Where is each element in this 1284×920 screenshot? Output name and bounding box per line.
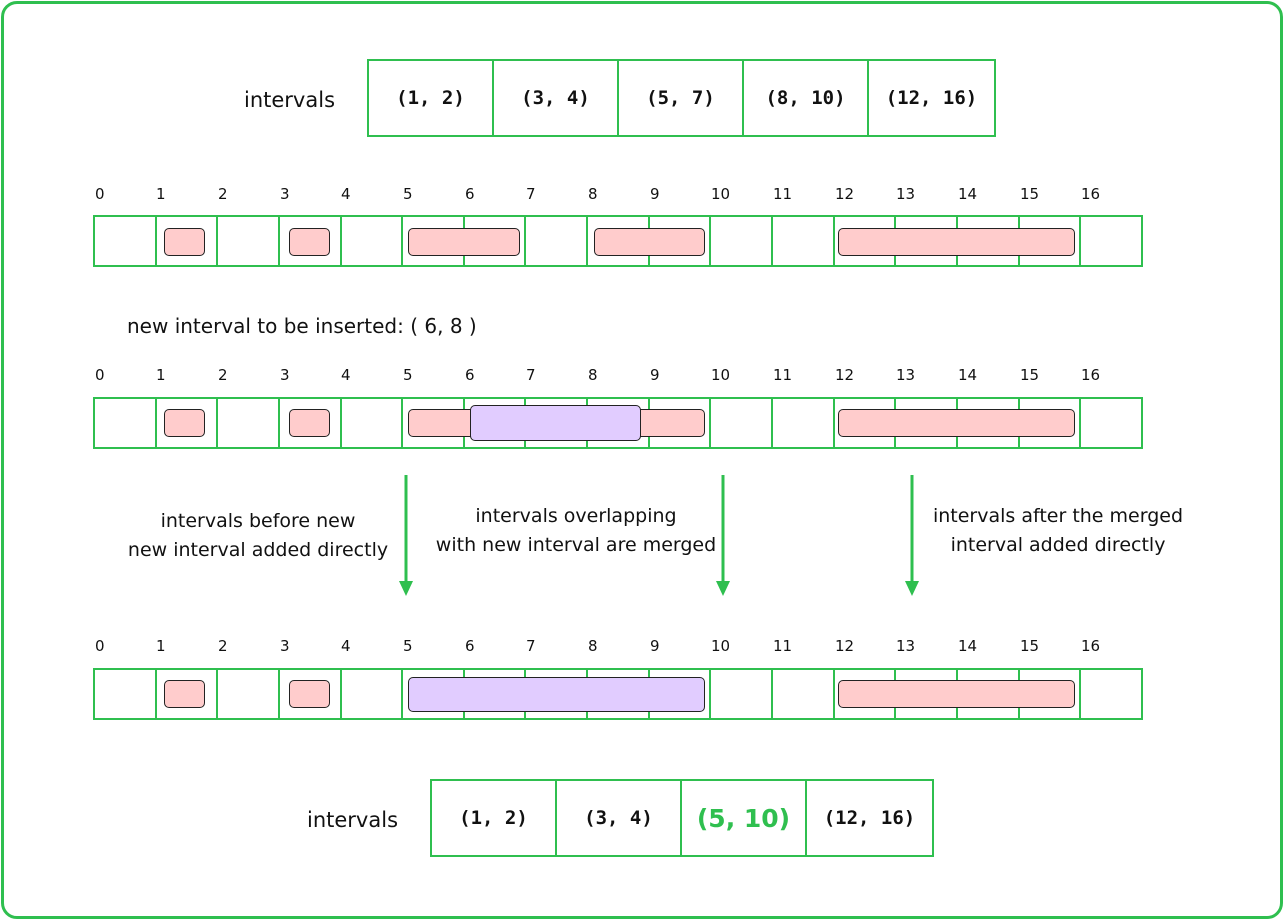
tick-label: 14 xyxy=(958,185,978,203)
merged-interval-cell: (5, 10) xyxy=(682,781,807,855)
tick-label: 5 xyxy=(403,185,413,203)
caption-line: intervals before new xyxy=(160,510,356,532)
interval-cell: (1, 2) xyxy=(432,781,557,855)
interval-bar-12-16 xyxy=(838,409,1075,437)
interval-cell: (5, 7) xyxy=(619,61,744,135)
tick-label: 11 xyxy=(773,366,793,384)
tick-label: 15 xyxy=(1020,637,1040,655)
down-arrow-icon xyxy=(905,475,919,596)
interval-cell: (1, 2) xyxy=(369,61,494,135)
tick-label: 4 xyxy=(341,185,351,203)
interval-cell: (3, 4) xyxy=(494,61,619,135)
interval-cell: (12, 16) xyxy=(885,87,978,109)
tick-label: 9 xyxy=(650,366,660,384)
intervals-label-bottom: intervals xyxy=(307,808,399,832)
tick-label: 6 xyxy=(465,366,475,384)
intervals-label-top: intervals xyxy=(244,88,336,112)
caption-line: interval added directly xyxy=(950,534,1166,556)
caption-line: with new interval are merged xyxy=(435,534,717,556)
tick-label: 16 xyxy=(1081,366,1101,384)
tick-label: 9 xyxy=(650,185,660,203)
tick-label: 0 xyxy=(95,637,105,655)
tick-label: 4 xyxy=(341,366,351,384)
merged-interval-bar xyxy=(408,677,705,712)
intervals-table-bottom: (1, 2) (3, 4) (5, 10) (12, 16) xyxy=(430,779,934,857)
tick-label: 2 xyxy=(218,637,228,655)
tick-label: 15 xyxy=(1020,366,1040,384)
interval-bar-12-16 xyxy=(838,680,1075,708)
tick-label: 12 xyxy=(835,366,855,384)
tick-label: 7 xyxy=(526,185,536,203)
tick-label: 5 xyxy=(403,637,413,655)
tick-label: 12 xyxy=(835,637,855,655)
tick-label: 8 xyxy=(588,366,598,384)
tick-label: 2 xyxy=(218,185,228,203)
tick-label: 6 xyxy=(465,637,475,655)
tick-label: 9 xyxy=(650,637,660,655)
tick-label: 5 xyxy=(403,366,413,384)
tick-label: 4 xyxy=(341,637,351,655)
interval-cell: (12, 16) xyxy=(823,807,916,829)
tick-label: 2 xyxy=(218,366,228,384)
tick-label: 13 xyxy=(896,366,916,384)
intervals-table-top: (1, 2) (3, 4) (5, 7) (8, 10) (12, 16) xyxy=(367,59,996,137)
interval-bar-3-4 xyxy=(289,680,330,708)
tick-label: 16 xyxy=(1081,185,1101,203)
tick-label: 10 xyxy=(711,185,731,203)
interval-bar-1-2 xyxy=(164,680,205,708)
tick-label: 10 xyxy=(711,637,731,655)
interval-bar-1-2 xyxy=(164,409,205,437)
tick-label: 12 xyxy=(835,185,855,203)
tick-label: 15 xyxy=(1020,185,1040,203)
new-interval-bar xyxy=(470,405,641,441)
tick-label: 16 xyxy=(1081,637,1101,655)
caption-line: new interval added directly xyxy=(127,539,389,561)
tick-label: 3 xyxy=(280,637,290,655)
tick-label: 10 xyxy=(711,366,731,384)
tick-label: 1 xyxy=(156,185,166,203)
interval-bar-3-4 xyxy=(289,409,330,437)
caption-line: intervals after the merged xyxy=(932,505,1184,527)
tick-label: 3 xyxy=(280,185,290,203)
tick-label: 0 xyxy=(95,185,105,203)
tick-label: 14 xyxy=(958,366,978,384)
tick-label: 8 xyxy=(588,185,598,203)
caption-overlap: intervals overlapping with new interval … xyxy=(426,502,726,560)
tick-label: 1 xyxy=(156,366,166,384)
tick-label: 7 xyxy=(526,637,536,655)
tick-label: 8 xyxy=(588,637,598,655)
new-interval-text: new interval to be inserted: ( 6, 8 ) xyxy=(127,314,477,338)
tick-label: 11 xyxy=(773,185,793,203)
interval-bar-3-4 xyxy=(289,228,330,256)
tick-label: 13 xyxy=(896,637,916,655)
caption-line: intervals overlapping xyxy=(475,505,677,527)
tick-label: 11 xyxy=(773,637,793,655)
caption-before: intervals before new new interval added … xyxy=(118,507,398,565)
tick-label: 14 xyxy=(958,637,978,655)
caption-after: intervals after the merged interval adde… xyxy=(918,502,1198,560)
tick-label: 0 xyxy=(95,366,105,384)
interval-cell: (8, 10) xyxy=(744,61,869,135)
tick-label: 7 xyxy=(526,366,536,384)
down-arrow-icon xyxy=(399,475,413,596)
tick-label: 6 xyxy=(465,185,475,203)
interval-cell: (3, 4) xyxy=(557,781,682,855)
tick-label: 3 xyxy=(280,366,290,384)
interval-bar-12-16 xyxy=(838,228,1075,256)
tick-label: 13 xyxy=(896,185,916,203)
tick-label: 1 xyxy=(156,637,166,655)
interval-bar-1-2 xyxy=(164,228,205,256)
interval-bar-8-10 xyxy=(594,228,705,256)
interval-bar-5-7 xyxy=(408,228,520,256)
down-arrow-icon xyxy=(716,475,730,596)
